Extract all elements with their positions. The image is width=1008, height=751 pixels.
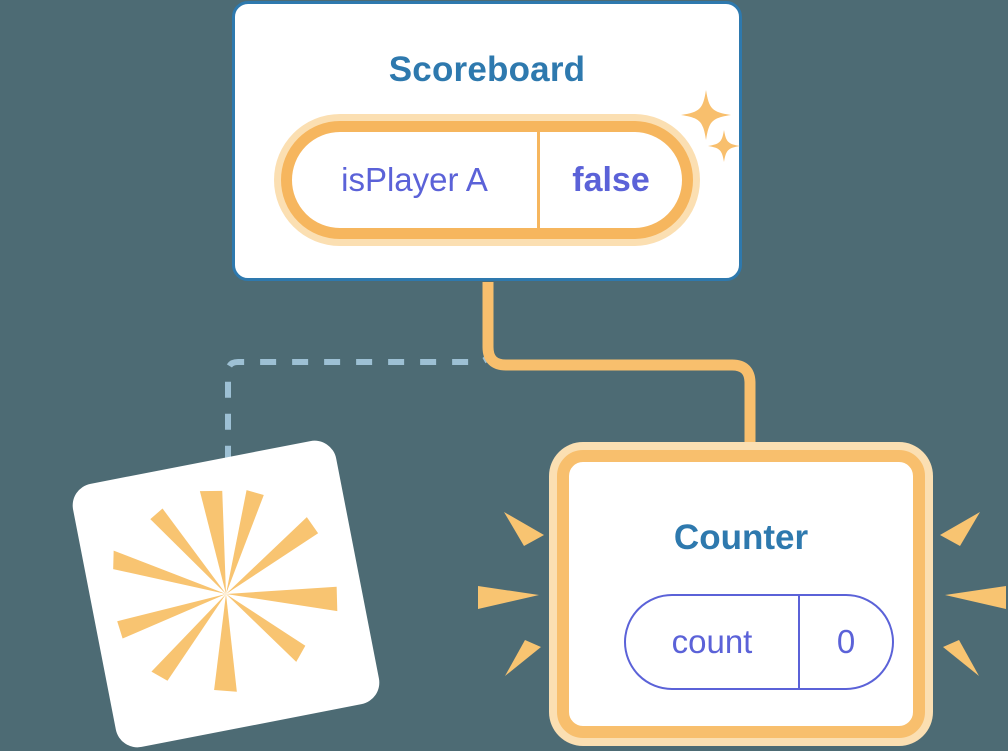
counter-property-value: 0 bbox=[798, 596, 892, 688]
counter-title: Counter bbox=[673, 518, 809, 557]
node-counter[interactable]: Counter count 0 bbox=[557, 450, 925, 738]
scoreboard-property-value: false bbox=[537, 132, 682, 228]
scoreboard-title: Scoreboard bbox=[388, 50, 586, 89]
burst-rays-blank-card bbox=[113, 490, 338, 692]
sparkle-stars-icon bbox=[681, 90, 740, 162]
connector-scoreboard-to-counter bbox=[482, 282, 756, 470]
counter-property-pill[interactable]: count 0 bbox=[624, 594, 894, 690]
counter-property-key: count bbox=[671, 623, 753, 660]
scoreboard-property-pill[interactable]: isPlayer A false bbox=[281, 121, 693, 239]
scoreboard-property-key: isPlayer A bbox=[341, 161, 488, 198]
node-blank-card[interactable] bbox=[68, 436, 384, 751]
